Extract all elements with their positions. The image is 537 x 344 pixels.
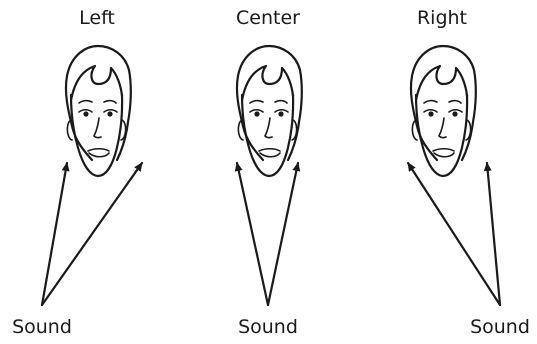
arrow-left-to-left-ear — [42, 163, 67, 305]
sound-path-center — [237, 163, 298, 305]
arrow-center-to-right-ear — [268, 163, 298, 305]
sound-path-left — [42, 163, 142, 305]
head-left — [66, 46, 131, 176]
sound-path-right — [408, 163, 500, 305]
arrow-left-to-right-ear — [42, 163, 142, 305]
arrow-center-to-left-ear — [237, 163, 268, 305]
head-center — [237, 46, 302, 176]
arrow-right-to-right-ear — [487, 163, 500, 305]
head-right — [411, 46, 476, 176]
arrow-right-to-left-ear — [408, 163, 500, 305]
